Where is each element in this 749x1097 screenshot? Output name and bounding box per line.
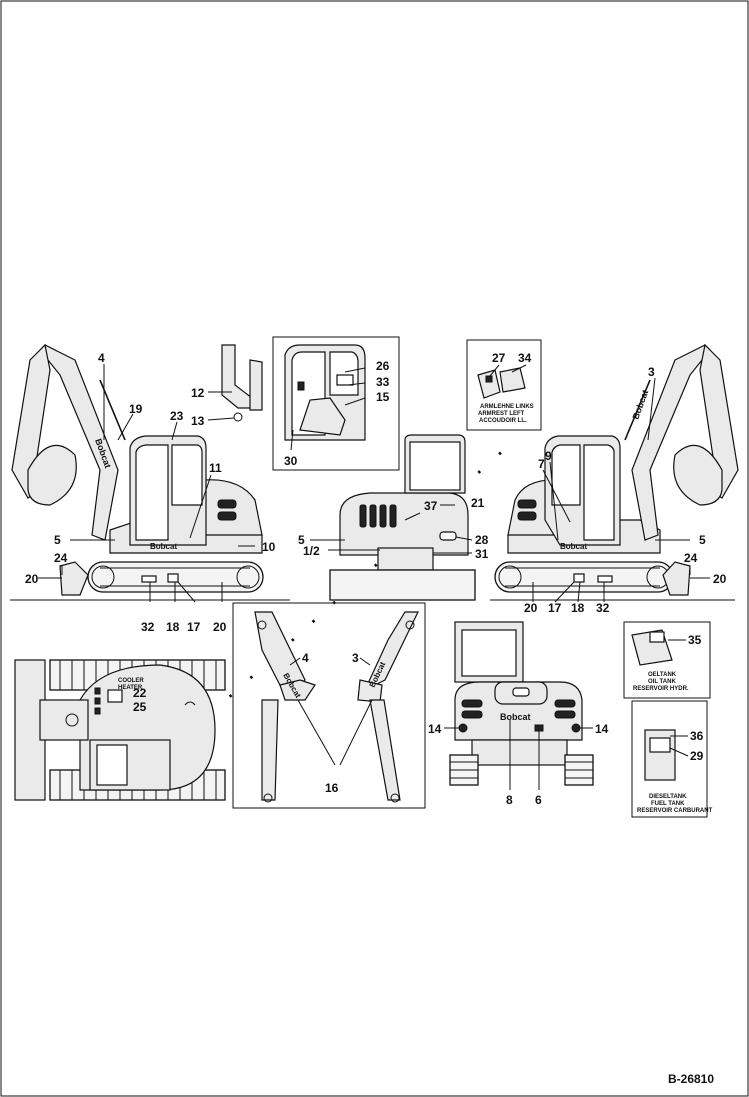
callout-10: 10 <box>262 540 276 554</box>
armrest-frame <box>466 339 542 431</box>
oil-tank-frame <box>623 621 711 699</box>
callout-18-left: 18 <box>166 620 180 634</box>
callout-5-center: 5 <box>298 533 305 547</box>
callout-17-left: 17 <box>187 620 201 634</box>
callout-35: 35 <box>688 633 702 647</box>
callout-22: 22 <box>133 686 147 700</box>
callout-8: 8 <box>506 793 513 807</box>
callout-20-left-a: 20 <box>25 572 39 586</box>
callout-27: 27 <box>492 351 506 365</box>
callout-4-arm: 4 <box>302 651 309 665</box>
callout-36: 36 <box>690 729 704 743</box>
fuel-tank-detail: DIESELTANK FUEL TANK RESERVOIR CARBURANT <box>637 729 713 814</box>
top-view: COOLER HEATER <box>14 659 226 801</box>
callout-12: 12 <box>191 386 205 400</box>
armrest-label-1: ARMLEHNE LINKS <box>480 404 534 410</box>
brand-decal-rear: Bobcat <box>500 712 531 722</box>
callout-25: 25 <box>133 700 147 714</box>
fuel-tank-label-2: FUEL TANK <box>651 801 685 807</box>
right-side-view: 442 Bobcat Bobcat <box>490 343 739 603</box>
callout-20-left-b: 20 <box>213 620 227 634</box>
callout-21: 21 <box>471 496 485 510</box>
callout-28: 28 <box>475 533 489 547</box>
oil-tank-label-2: OIL TANK <box>648 679 676 685</box>
callout-5-right: 5 <box>699 533 706 547</box>
callout-13: 13 <box>191 414 205 428</box>
callout-34: 34 <box>518 351 532 365</box>
callout-33: 33 <box>376 375 390 389</box>
callout-6: 6 <box>535 793 542 807</box>
rear-center-view <box>310 434 476 601</box>
callout-32-right: 32 <box>596 601 610 615</box>
callout-24-right: 24 <box>684 551 698 565</box>
callout-19: 19 <box>129 402 143 416</box>
brand-decal-boom-right: Bobcat <box>630 389 650 421</box>
cab-interior-frame <box>272 336 400 471</box>
fuel-tank-label-1: DIESELTANK <box>649 794 687 800</box>
callout-24-left: 24 <box>54 551 68 565</box>
decal-bracket-detail <box>207 344 263 422</box>
left-side-view: 442 Bobcat Bobcat <box>10 343 290 603</box>
callout-30: 30 <box>284 454 298 468</box>
callout-20-right-b: 20 <box>524 601 538 615</box>
armrest-detail: ARMLEHNE LINKS ARMREST LEFT ACCOUDOIR LL… <box>477 364 534 424</box>
callout-29: 29 <box>690 749 704 763</box>
callout-37: 37 <box>424 499 438 513</box>
brand-decal-left: Bobcat <box>150 542 177 551</box>
callout-14-right: 14 <box>595 722 609 736</box>
callout-9: 9 <box>545 449 552 463</box>
arm-detail: Bobcat Bobcat <box>254 611 419 803</box>
fuel-tank-label-3: RESERVOIR CARBURANT <box>637 808 713 814</box>
brand-decal-right: Bobcat <box>560 542 587 551</box>
callout-5-left: 5 <box>54 533 61 547</box>
arm-detail-frame <box>232 602 426 809</box>
oil-tank-detail: OELTANK OIL TANK RESERVOIR HYDR. <box>631 629 689 692</box>
callout-18-right: 18 <box>571 601 585 615</box>
callout-20-right-a: 20 <box>713 572 727 586</box>
rear-view: Bobcat <box>444 621 594 790</box>
cooler-label: COOLER <box>118 678 144 684</box>
callout-3-arm: 3 <box>352 651 359 665</box>
armrest-label-3: ACCOUDOIR LL. <box>479 418 527 424</box>
callout-23: 23 <box>170 409 184 423</box>
callout-1-2: 1/2 <box>303 544 320 558</box>
callout-11: 11 <box>209 461 222 475</box>
heater-label: HEATER <box>118 685 143 691</box>
callout-14-left: 14 <box>428 722 442 736</box>
oil-tank-label-1: OELTANK <box>648 672 677 678</box>
callout-17-right: 17 <box>548 601 562 615</box>
callout-16: 16 <box>325 781 339 795</box>
armrest-label-2: ARMREST LEFT <box>478 411 525 417</box>
callout-32-left: 32 <box>141 620 155 634</box>
callout-7: 7 <box>538 457 545 471</box>
callout-26: 26 <box>376 359 390 373</box>
fuel-tank-frame <box>631 700 708 818</box>
callout-4-left: 4 <box>98 351 105 365</box>
cab-interior-detail <box>284 344 366 451</box>
callout-15: 15 <box>376 390 390 404</box>
callout-31: 31 <box>475 547 489 561</box>
oil-tank-label-3: RESERVOIR HYDR. <box>633 686 689 692</box>
drawing-reference: B-26810 <box>668 1072 714 1086</box>
callout-3-right: 3 <box>648 365 655 379</box>
